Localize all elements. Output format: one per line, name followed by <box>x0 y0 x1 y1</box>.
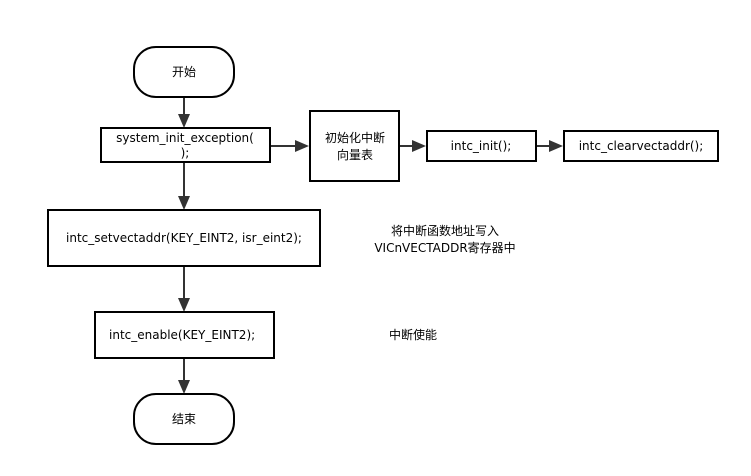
intc-setvectaddr-label: intc_setvectaddr(KEY_EINT2, isr_eint2); <box>66 231 302 245</box>
note-setvectaddr-2: VICnVECTADDR寄存器中 <box>374 240 515 255</box>
system-init-exception-label-2: ); <box>181 146 190 160</box>
intc-clearvectaddr-node: intc_clearvectaddr(); <box>563 130 719 162</box>
edge-enable-to-end <box>178 358 190 394</box>
system-init-exception-node: system_init_exception( ); <box>100 127 271 163</box>
edge-setvectaddr-to-enable <box>178 266 190 312</box>
edge-vector-table-to-intc-init <box>399 140 426 152</box>
init-vector-table-label-1: 初始化中断 <box>325 130 385 145</box>
edge-intc-init-to-clearvectaddr <box>536 140 563 152</box>
intc-setvectaddr-node: intc_setvectaddr(KEY_EINT2, isr_eint2); <box>47 209 321 267</box>
start-label: 开始 <box>172 65 196 79</box>
edge-system-init-to-setvectaddr <box>178 162 190 210</box>
note-enable: 中断使能 <box>389 327 437 342</box>
end-label: 结束 <box>172 412 196 426</box>
note-setvectaddr-1: 将中断函数地址写入 <box>391 223 499 238</box>
edge-start-to-system-init <box>178 97 190 128</box>
init-vector-table-node: 初始化中断 向量表 <box>309 110 400 182</box>
intc-clearvectaddr-label: intc_clearvectaddr(); <box>579 139 704 153</box>
edge-system-init-to-vector-table <box>270 140 309 152</box>
intc-init-label: intc_init(); <box>451 139 512 153</box>
init-vector-table-label-2: 向量表 <box>337 147 373 162</box>
intc-enable-label: intc_enable(KEY_EINT2); <box>109 328 255 342</box>
start-node: 开始 <box>133 46 235 98</box>
intc-enable-node: intc_enable(KEY_EINT2); <box>94 311 275 359</box>
end-node: 结束 <box>133 393 235 445</box>
system-init-exception-label-1: system_init_exception( <box>116 131 254 145</box>
intc-init-node: intc_init(); <box>426 130 537 162</box>
